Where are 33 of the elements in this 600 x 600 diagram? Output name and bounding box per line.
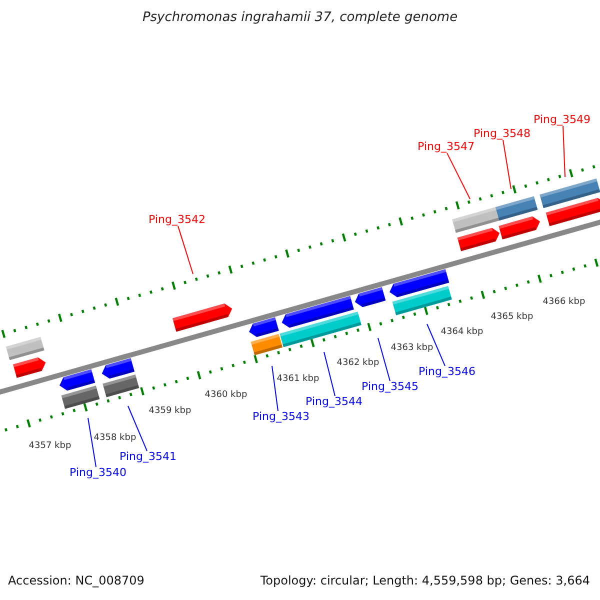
leader-line [446, 152, 470, 200]
scale-label: 4360 kbp [204, 391, 248, 401]
gene-label: Ping_3545 [362, 380, 418, 394]
scale-label: 4365 kbp [490, 313, 534, 323]
scale-label: 4361 kbp [276, 375, 320, 385]
gene-label: Ping_3542 [148, 214, 206, 226]
scale-label: 4357 kbp [28, 442, 72, 452]
scale-label: 4363 kbp [390, 344, 434, 354]
scale-label: 4366 kbp [542, 298, 586, 308]
gene-label: Ping_3547 [418, 140, 474, 154]
gene-label: Ping_3541 [120, 450, 176, 464]
leader-line [378, 338, 390, 382]
leader-line [502, 140, 512, 190]
leader-line [178, 226, 194, 274]
leader-line [128, 406, 148, 452]
scale-label: 4362 kbp [336, 359, 380, 369]
gene-label: Ping_3544 [306, 396, 362, 408]
scale-label: 4364 kbp [440, 328, 484, 338]
scale-label: 4358 kbp [94, 434, 136, 444]
info-text: Accession: NC_008709 [8, 574, 144, 588]
leader-line [426, 324, 446, 366]
leader-line [272, 366, 278, 412]
scale-label: 4359 kbp [148, 407, 192, 417]
leader-line [324, 352, 336, 396]
map-title: Psychromonas ingrahamii 37, complete genome [142, 10, 458, 26]
gene-label: Ping_3543 [252, 410, 310, 424]
leader-line [88, 418, 96, 468]
info-text: Topology: circular; Length: 4,559,598 bp; Genes: 3,664 [260, 574, 590, 588]
gene-label: Ping_3549 [534, 114, 590, 126]
gene-label: Ping_3548 [474, 128, 530, 140]
gene-label: Ping_3540 [70, 466, 126, 480]
gene-label: Ping_3546 [418, 366, 476, 378]
leader-line [562, 126, 566, 178]
